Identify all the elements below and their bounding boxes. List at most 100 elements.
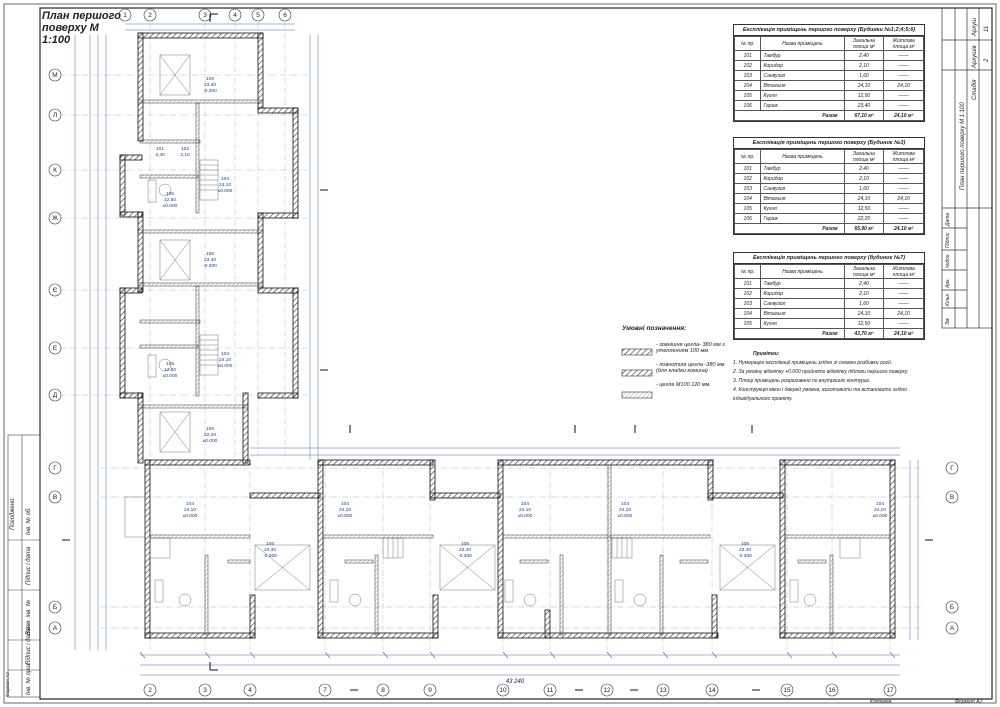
table-cell: 2,10 bbox=[843, 288, 885, 299]
note-1: 1. Нумерацію експлікації приміщень згідн… bbox=[733, 360, 893, 366]
room-num: 106 bbox=[206, 426, 214, 432]
axis-left-upper-5-label: Е bbox=[53, 345, 58, 352]
axis-left-upper-6-circle bbox=[48, 388, 62, 402]
column-header: Назва приміщень bbox=[760, 264, 845, 279]
room-num: 106 bbox=[206, 76, 214, 82]
column-header: Житлова площа м² bbox=[883, 149, 924, 164]
room-num: 106 bbox=[266, 541, 274, 547]
room-schedule-caption: Експлікація приміщень першого поверху (Б… bbox=[734, 25, 924, 36]
axis-left-upper-3-circle bbox=[48, 211, 62, 225]
room-schedule-3: Експлікація приміщень першого поверху (б… bbox=[733, 252, 925, 340]
left-strip-label: Інв. № об. bbox=[26, 507, 32, 535]
title-block-sheet-number: 11 bbox=[984, 25, 990, 32]
room-area: 22,20 bbox=[204, 432, 216, 438]
room-level: ±0.000 bbox=[163, 373, 178, 379]
table-cell: 104 bbox=[733, 308, 762, 319]
axis-bottom-13-label: 17 bbox=[886, 687, 894, 694]
column-header: Загальна площа м² bbox=[843, 149, 885, 164]
table-cell: Гараж bbox=[760, 100, 845, 111]
table-cell: 2,40 bbox=[843, 163, 885, 174]
column-header: № пр. bbox=[733, 264, 762, 279]
sheet-inner-frame bbox=[39, 7, 993, 700]
axis-bottom-5-circle bbox=[423, 683, 437, 697]
axis-bottom-0-label: 2 bbox=[148, 687, 152, 694]
room-level: ±0.000 bbox=[873, 513, 888, 519]
table-cell: Тамбур bbox=[760, 163, 845, 174]
table-cell: 24,10 bbox=[843, 193, 885, 204]
axis-top-1-label: 2 bbox=[148, 12, 152, 19]
table-cell: Вітальня bbox=[760, 193, 845, 204]
axis-left-upper-1-label: Л bbox=[53, 112, 57, 119]
table-cell: Санвузол bbox=[760, 298, 845, 309]
table-cell: Коридор bbox=[760, 60, 845, 71]
axis-bottom-9-label: 13 bbox=[659, 687, 667, 694]
table-cell: Санвузол bbox=[760, 70, 845, 81]
axis-top-0-circle bbox=[118, 8, 132, 22]
room-area: 23,40 bbox=[204, 82, 216, 88]
table-cell: Вітальня bbox=[760, 80, 845, 91]
table-cell: —— bbox=[883, 90, 924, 101]
axis-right-lower-1-circle bbox=[945, 490, 959, 504]
table-cell: Коридор bbox=[760, 288, 845, 299]
axis-top-3-circle bbox=[228, 8, 242, 22]
table-cell: —— bbox=[883, 70, 924, 81]
title-block-col-label: Дата bbox=[945, 212, 951, 226]
axis-left-lower-0-label: Г bbox=[53, 465, 57, 472]
room-area: 24,10 bbox=[339, 507, 351, 513]
room-area: 3,40 bbox=[155, 152, 165, 158]
axis-top-5-label: 6 bbox=[283, 12, 287, 19]
table-cell: 105 bbox=[733, 318, 762, 329]
table-cell: Кухня bbox=[760, 318, 845, 329]
table-cell: —— bbox=[883, 100, 924, 111]
left-strip-label: Інв. № ориг. bbox=[26, 660, 32, 695]
total-value: 24,10 м² bbox=[883, 328, 924, 339]
room-schedule-2: Експлікація приміщень першого поверху (Б… bbox=[733, 137, 925, 235]
table-cell: Вітальня bbox=[760, 308, 845, 319]
axis-left-upper-4-circle bbox=[48, 283, 62, 297]
room-num: 105 bbox=[166, 361, 174, 367]
room-area: 12,50 bbox=[164, 367, 176, 373]
notes: Примітки: 1. Нумерацію експлікації примі… bbox=[733, 350, 943, 404]
format-label-top: Формат А2 bbox=[5, 672, 10, 697]
axis-bottom-11-label: 15 bbox=[783, 687, 791, 694]
legend-item-exterior: - зовнішня цегла- 380 мм з утепленням 10… bbox=[656, 342, 725, 354]
axis-left-upper-3-label: Ж bbox=[52, 215, 58, 222]
column-header: № пр. bbox=[733, 149, 762, 164]
table-cell: —— bbox=[883, 183, 924, 194]
title-block-col-label: Підпис bbox=[945, 232, 951, 248]
axis-bottom-7-circle bbox=[543, 683, 557, 697]
table-cell: 12,50 bbox=[843, 90, 885, 101]
table-cell: 106 bbox=[733, 100, 762, 111]
axis-left-lower-1-label: В bbox=[53, 494, 57, 501]
room-level: ±0.000 bbox=[518, 513, 533, 519]
title-block-col-label: №док. bbox=[945, 253, 951, 268]
axis-left-upper-1-circle bbox=[48, 108, 62, 122]
table-cell: 2,10 bbox=[843, 173, 885, 184]
axis-left-lower-1-circle bbox=[48, 490, 62, 504]
room-level: -0.300 bbox=[203, 263, 217, 269]
left-strip-label: Взам. інв. № bbox=[26, 599, 32, 635]
room-num: 104 bbox=[186, 501, 194, 507]
left-strip bbox=[7, 434, 41, 698]
table-cell: 22,20 bbox=[843, 213, 885, 224]
table-cell: 104 bbox=[733, 80, 762, 91]
axis-top-4-label: 5 bbox=[256, 12, 260, 19]
room-area: 23,40 bbox=[739, 547, 751, 553]
room-num: 105 bbox=[166, 191, 174, 197]
axis-bottom-6-label: 10 bbox=[499, 687, 507, 694]
axis-right-lower-2-label: Б bbox=[950, 604, 954, 611]
axis-left-upper-4-label: Є bbox=[53, 287, 58, 294]
